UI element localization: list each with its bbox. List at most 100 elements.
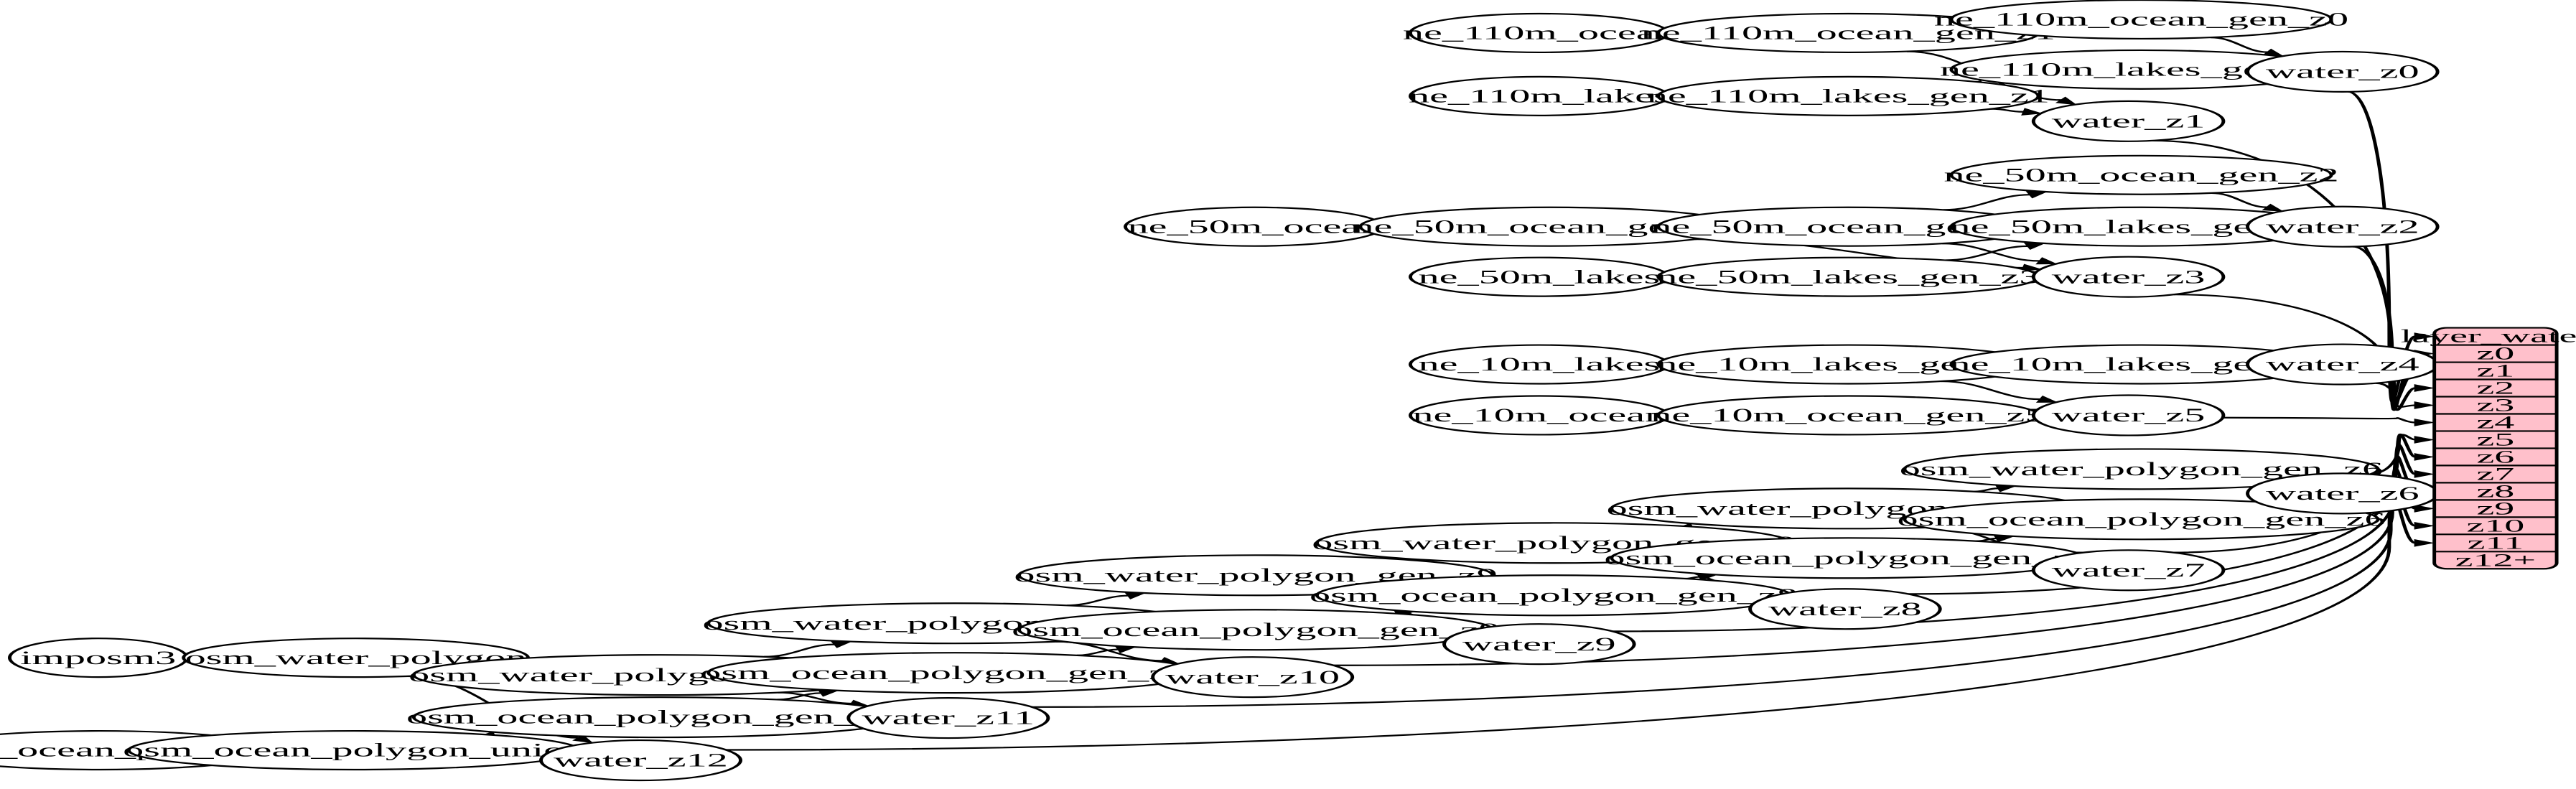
graph-node-water_z12[interactable]: water_z12 [539, 739, 743, 782]
node-label: osm_ocean_polygon_gen_z8 [1310, 585, 1798, 606]
node-label: water_z12 [554, 750, 728, 771]
node-label: ne_110m_lakes_gen_z1 [1647, 85, 2050, 106]
record-row-label-z5: z5 [2476, 430, 2514, 450]
edge-arrowhead [2055, 96, 2078, 106]
graph-node-water_z8[interactable]: water_z8 [1748, 588, 1942, 630]
node-label: ne_110m_ocean [1403, 23, 1676, 44]
edge-arrowhead [2414, 419, 2435, 426]
record-row-label-z12+: z12+ [2455, 550, 2537, 570]
record-row-label-z1: z1 [2476, 361, 2514, 381]
graph-node-ne_110m_ocean_gen_z0[interactable]: ne_110m_ocean_gen_z0 [1934, 0, 2348, 40]
node-label: ne_110m_ocean_gen_z0 [1934, 9, 2348, 30]
node-label: osm_ocean_polygon_gen_z10 [700, 663, 1209, 683]
node-label: water_z11 [862, 708, 1035, 729]
node-label: water_z10 [1165, 667, 1340, 688]
graph-node-ne_50m_ocean_gen_z2[interactable]: ne_50m_ocean_gen_z2 [1943, 154, 2339, 195]
node-label: water_z0 [2266, 62, 2419, 83]
node-ellipse [2246, 205, 2440, 248]
node-label: water_z1 [2052, 111, 2206, 131]
node-ellipse [1903, 498, 2380, 541]
edge-ne_110m_ocean_gen_z0-to-water_z0 [2210, 36, 2268, 53]
graph-node-water_z2[interactable]: water_z2 [2246, 205, 2440, 248]
edge-ne_50m_ocean_gen_z2-to-water_z2 [2211, 192, 2267, 208]
edge-osm_water_polygon_gen_z10-to-osm_water_polygon_gen_z9 [1066, 594, 1129, 607]
graph-node-water_z4[interactable]: water_z4 [2246, 343, 2440, 386]
node-ellipse [846, 697, 1050, 739]
graph-node-ne_110m_ocean[interactable]: ne_110m_ocean [1403, 12, 1676, 54]
edge-arrowhead [2023, 243, 2046, 251]
graph-node-water_z10[interactable]: water_z10 [1151, 656, 1355, 699]
node-ellipse [2246, 50, 2440, 93]
node-ellipse [1151, 656, 1355, 699]
graph-node-water_z3[interactable]: water_z3 [2031, 256, 2226, 298]
graph-node-osm_ocean_polygon_gen_z6[interactable]: osm_ocean_polygon_gen_z6 [1898, 498, 2386, 541]
record-row-label-z6: z6 [2476, 447, 2514, 467]
node-label: ne_50m_lakes_gen_z3 [1656, 266, 2040, 287]
node-ellipse [2031, 256, 2226, 298]
edge-arrowhead [2414, 436, 2435, 444]
graph-node-ne_110m_lakes[interactable]: ne_110m_lakes [1408, 75, 1670, 116]
node-ellipse [2031, 549, 2226, 592]
edge-water_z9-to-rec-9 [1612, 455, 2417, 632]
graph-node-osm_ocean_polygon_gen_z11[interactable]: osm_ocean_polygon_gen_z11 [406, 696, 914, 739]
node-label: water_z2 [2266, 216, 2419, 237]
edge-arrowhead [2414, 538, 2435, 547]
graph-node-water_z11[interactable]: water_z11 [846, 697, 1050, 739]
graph-node-osm_ocean_polygon_gen_z8[interactable]: osm_ocean_polygon_gen_z8 [1310, 574, 1798, 617]
graph-node-ne_10m_ocean[interactable]: ne_10m_ocean [1408, 395, 1670, 436]
graph-node-osm_ocean_polygon_gen_z9[interactable]: osm_ocean_polygon_gen_z9 [1012, 609, 1500, 651]
edge-arrowhead [2414, 453, 2435, 461]
record-row-label-z10: z10 [2466, 516, 2524, 536]
edge-arrowhead [2414, 470, 2435, 478]
graph-node-imposm3[interactable]: imposm3 [7, 638, 189, 678]
node-label: water_z7 [2052, 560, 2206, 581]
graph-node-ne_10m_ocean_gen_z5[interactable]: ne_10m_ocean_gen_z5 [1651, 395, 2046, 436]
record-row-label-z8: z8 [2476, 482, 2514, 502]
node-label: water_z8 [1768, 599, 1922, 620]
edge-water_z4-to-rec-4 [2375, 382, 2416, 408]
node-label: water_z6 [2266, 483, 2419, 504]
graph-node-osm_ocean_polygon_gen_z10[interactable]: osm_ocean_polygon_gen_z10 [700, 652, 1209, 694]
node-ellipse [2031, 394, 2226, 436]
graph-node-ne_50m_lakes[interactable]: ne_50m_lakes [1408, 256, 1670, 297]
graph-node-water_z0[interactable]: water_z0 [2246, 50, 2440, 93]
node-ellipse [1656, 75, 2040, 116]
edge-ne_10m_lakes_gen_z5-to-water_z5 [1941, 380, 2040, 401]
graph-node-osm_ocean_polygon_union[interactable]: osm_ocean_polygon_union [123, 729, 586, 771]
record-row-label-z2: z2 [2476, 378, 2514, 398]
node-label: ne_50m_lakes [1418, 266, 1660, 287]
edge-arrowhead [2262, 203, 2285, 212]
record-row-label-z4: z4 [2476, 413, 2514, 433]
graph-node-water_z9[interactable]: water_z9 [1442, 623, 1636, 666]
graph-node-ne_50m_ocean[interactable]: ne_50m_ocean [1124, 206, 1385, 247]
edge-arrowhead [2021, 108, 2043, 116]
edge-arrowhead [2035, 257, 2058, 265]
node-label: imposm3 [20, 648, 176, 668]
node-label: osm_ocean_polygon_union [123, 740, 585, 761]
graph-node-ne_110m_lakes_gen_z1[interactable]: ne_110m_lakes_gen_z1 [1647, 75, 2050, 116]
graph-node-osm_ocean_polygon_gen_z7[interactable]: osm_ocean_polygon_gen_z7 [1604, 537, 2092, 579]
node-label: ne_50m_ocean_gen_z2 [1943, 164, 2338, 185]
edge-ne_110m_lakes_gen_z1-to-water_z1 [1991, 108, 2024, 113]
graph-node-ne_50m_lakes_gen_z3[interactable]: ne_50m_lakes_gen_z3 [1656, 256, 2040, 297]
node-label: ne_10m_lakes [1418, 354, 1660, 375]
graph-node-water_z5[interactable]: water_z5 [2031, 394, 2226, 436]
record-row-label-z9: z9 [2476, 499, 2514, 519]
node-label: ne_50m_ocean [1127, 216, 1381, 237]
graph-node-water_z7[interactable]: water_z7 [2031, 549, 2226, 592]
node-label: water_z9 [1462, 634, 1616, 655]
graph-node-water_z6[interactable]: water_z6 [2246, 472, 2440, 515]
edge-water_z5-to-rec-5 [2222, 416, 2416, 424]
node-ellipse [2031, 100, 2226, 142]
graph-node-water_z1[interactable]: water_z1 [2031, 100, 2226, 142]
edge-osm_water_polygon_gen_z11-to-osm_water_polygon_gen_z10 [764, 643, 835, 658]
edge-arrowhead [2025, 191, 2048, 199]
graph-node-ne_10m_lakes[interactable]: ne_10m_lakes [1408, 344, 1670, 385]
edge-arrowhead [2414, 401, 2435, 409]
record-row-label-z3: z3 [2476, 396, 2514, 416]
edge-arrowhead [2414, 521, 2435, 530]
node-label: water_z4 [2266, 354, 2419, 375]
node-ellipse [1949, 0, 2333, 40]
node-label: ne_110m_lakes [1409, 85, 1670, 106]
